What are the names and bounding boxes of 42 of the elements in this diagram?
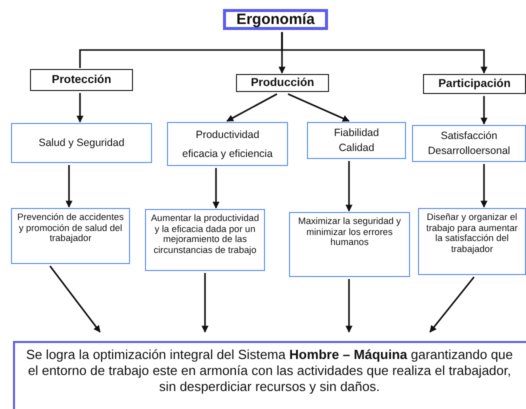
node-text: Calidad: [338, 142, 374, 154]
node-text: Prevención de accidentes y promoción de salud del trabajador: [16, 212, 125, 244]
node-text: Producción: [250, 77, 314, 89]
title-box: [223, 9, 328, 30]
concept-box: [167, 122, 288, 166]
concept-box: [11, 123, 152, 163]
node-text: Se logra la optimización integral del Sistema Hombre – Máquina garantizando que el entorno de trabajo este en armonía con las actividades que realiza el trabajador, sin desperdiciar recursos y sin daños.: [25, 347, 514, 396]
node-text: Salud y Seguridad: [38, 137, 124, 149]
concept-box: [307, 122, 406, 159]
arrow: [281, 32, 488, 74]
arrow: [429, 276, 475, 333]
description-box: [418, 208, 526, 275]
node-text: Aumentar la productividad y la eficacia dada por un mejoramiento de las circunstancias de trabajo: [150, 213, 260, 255]
arrow: [346, 279, 352, 333]
title-text: Ergonomía: [236, 11, 315, 28]
node-text: Diseñar y organizar el trabajo para aumentar la satisfacción del trabajador: [425, 212, 519, 254]
arrow: [480, 164, 488, 208]
arrow: [288, 93, 350, 122]
node-text: Fiabilidad: [334, 126, 379, 139]
arrow: [202, 273, 208, 333]
node-text: eficacia y eficiencia: [182, 148, 273, 160]
node-text: Participación: [438, 78, 511, 90]
category-box: [236, 74, 329, 92]
arrow: [212, 168, 220, 209]
arrow: [49, 266, 101, 333]
arrow: [66, 165, 72, 208]
arrow: [480, 96, 488, 125]
node-text: Desarrolloersonal: [428, 145, 510, 158]
category-box: [423, 74, 526, 94]
node-text: Productividad: [196, 128, 260, 140]
description-box: [11, 208, 130, 264]
arrow: [346, 161, 352, 212]
category-box: [30, 69, 133, 91]
description-box: [289, 212, 410, 277]
concept-box: [412, 125, 526, 162]
node-text: Maximizar la seguridad y minimizar los errores humanos: [297, 216, 402, 248]
node-text: Protección: [52, 74, 112, 86]
conclusion-box: [13, 341, 526, 409]
description-box: [145, 209, 265, 271]
node-text: Satisfacción: [440, 130, 498, 142]
arrow: [76, 93, 84, 123]
arrow: [226, 93, 278, 122]
